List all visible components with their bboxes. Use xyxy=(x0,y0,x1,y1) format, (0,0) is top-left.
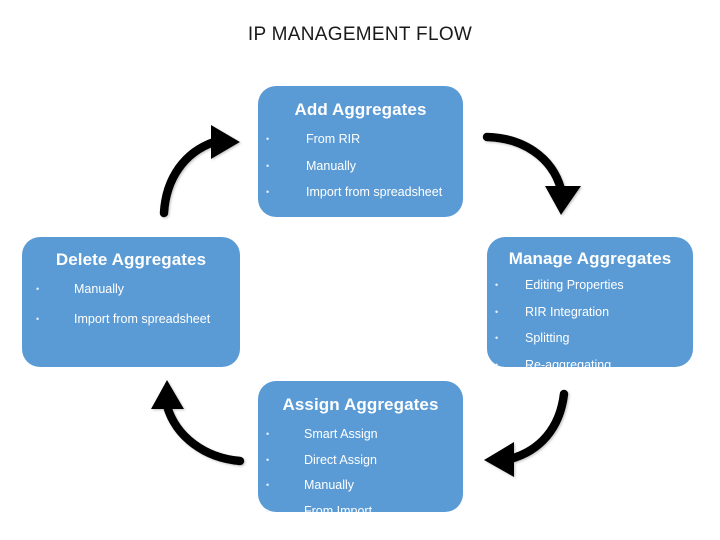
bullet-list: • Editing Properties • RIR Integration •… xyxy=(487,279,693,371)
list-item-label: Import from spreadsheet xyxy=(306,185,443,199)
arrow-manage-to-assign xyxy=(484,389,569,477)
node-title: Manage Aggregates xyxy=(508,249,672,268)
list-item-label: RIR Integration xyxy=(525,304,610,319)
bullet-dot-icon: • xyxy=(266,160,270,171)
node-assign-aggregates[interactable]: Assign Aggregates • Smart Assign • Direc… xyxy=(258,381,463,517)
bullet-dot-icon: • xyxy=(266,454,270,465)
bullet-dot-icon: • xyxy=(495,333,499,343)
list-item: • Manually xyxy=(266,479,463,492)
list-item: • Splitting xyxy=(495,332,693,345)
bullet-dot-icon: • xyxy=(266,187,270,197)
node-title: Delete Aggregates xyxy=(55,250,207,269)
bullet-dot-icon: • xyxy=(495,359,499,370)
list-item: • From RIR xyxy=(266,133,463,146)
list-item-label: Direct Assign xyxy=(304,452,377,467)
list-item: • Manually xyxy=(36,283,240,296)
list-item: • Editing Properties xyxy=(495,279,693,292)
node-manage-aggregates[interactable]: Manage Aggregates • Editing Properties •… xyxy=(487,237,693,371)
list-item-label: Import from spreadsheet xyxy=(74,311,211,326)
list-item-label: Manually xyxy=(74,282,125,296)
list-item-label: From Import xyxy=(304,503,373,518)
arrow-add-to-manage xyxy=(482,132,581,215)
list-item-label: Smart Assign xyxy=(304,427,378,441)
page-title: IP MANAGEMENT FLOW xyxy=(247,24,473,45)
bullet-list: • Manually • Import from spreadsheet xyxy=(22,283,240,325)
list-item: • Import from spreadsheet xyxy=(266,186,463,199)
list-item: • Import from spreadsheet xyxy=(36,311,240,326)
bullet-dot-icon: • xyxy=(266,480,270,490)
node-delete-aggregates[interactable]: Delete Aggregates • Manually • Import fr… xyxy=(22,237,240,367)
list-item-label: Re-aggregating xyxy=(525,357,612,372)
list-item-label: Editing Properties xyxy=(525,278,624,292)
bullet-dot-icon: • xyxy=(266,505,270,516)
list-item: • Smart Assign xyxy=(266,428,463,441)
list-item-label: From RIR xyxy=(306,132,361,146)
list-item: • Re-aggregating xyxy=(495,357,693,372)
list-item-label: Manually xyxy=(304,478,355,492)
list-item: • Direct Assign xyxy=(266,452,463,467)
node-add-aggregates[interactable]: Add Aggregates • From RIR • Manually • I… xyxy=(258,86,463,217)
bullet-dot-icon: • xyxy=(36,313,40,324)
bullet-dot-icon: • xyxy=(36,284,40,294)
node-title: Assign Aggregates xyxy=(282,395,439,414)
list-item: • From Import xyxy=(266,503,463,518)
bullet-dot-icon: • xyxy=(495,306,499,317)
list-item-label: Splitting xyxy=(525,331,570,345)
bullet-list: • Smart Assign • Direct Assign • Manuall… xyxy=(258,428,463,517)
list-item: • Manually xyxy=(266,158,463,173)
list-item-label: Manually xyxy=(306,158,357,173)
bullet-list: • From RIR • Manually • Import from spre… xyxy=(258,133,463,199)
arrow-delete-to-add xyxy=(159,125,240,218)
list-item: • RIR Integration xyxy=(495,304,693,319)
node-title: Add Aggregates xyxy=(294,100,427,119)
bullet-dot-icon: • xyxy=(266,429,270,439)
bullet-dot-icon: • xyxy=(266,134,270,144)
arrow-assign-to-delete xyxy=(151,380,245,466)
bullet-dot-icon: • xyxy=(495,280,499,290)
